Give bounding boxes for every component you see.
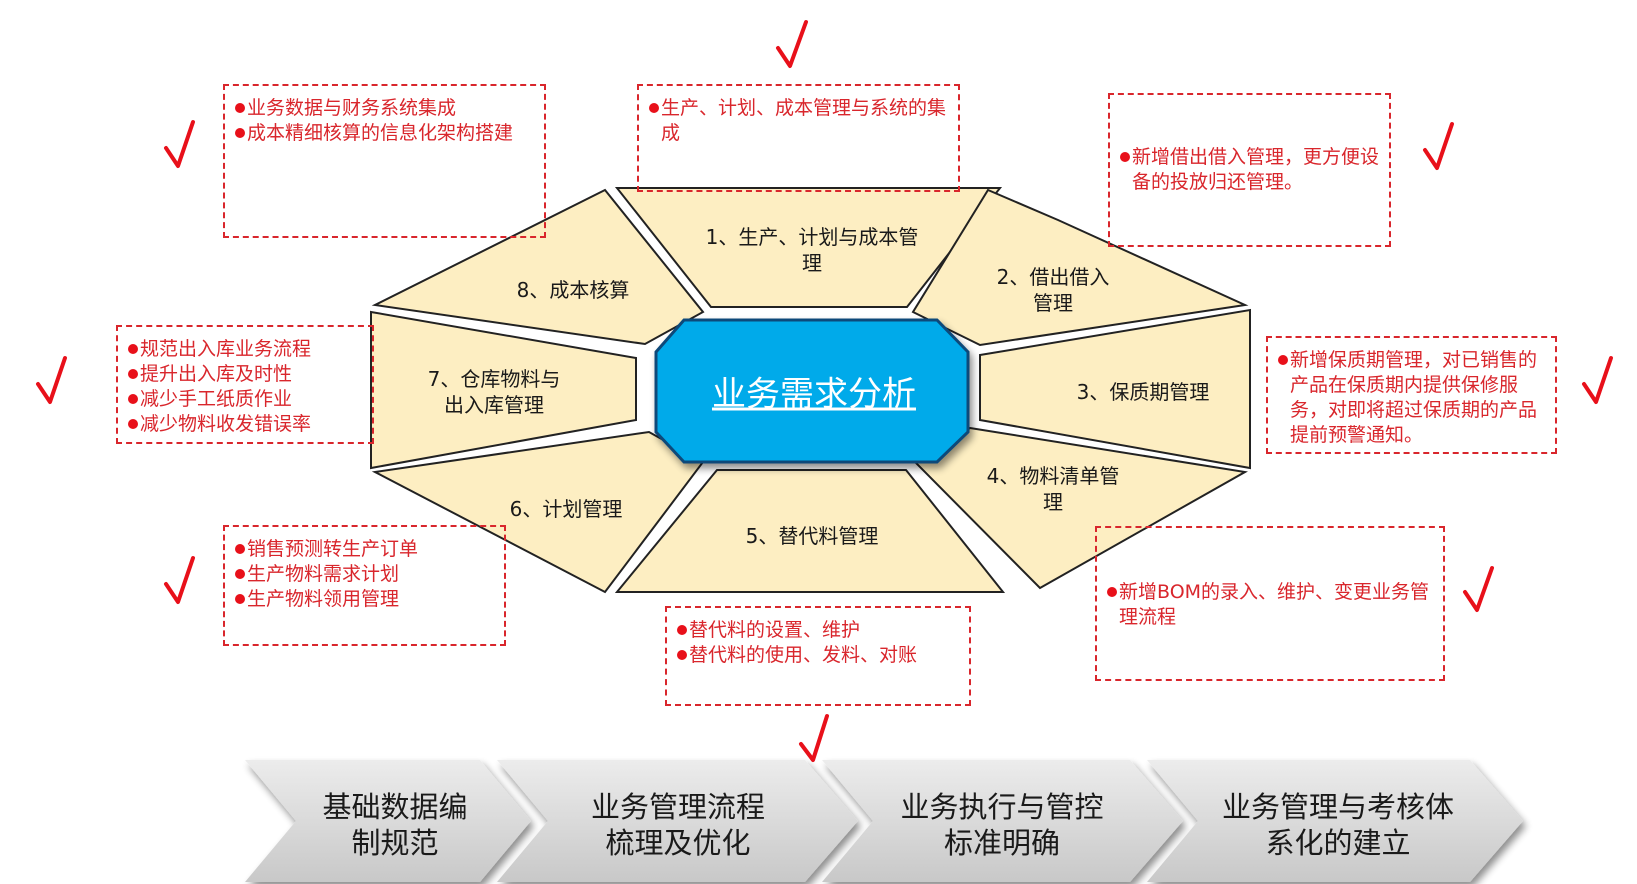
stage-arrow-4 [1147, 760, 1523, 882]
segment-3-label: 3、保质期管理 [1076, 380, 1210, 404]
segment-2-shape [911, 188, 1249, 347]
stage-3-label: 业务执行与管控 标准明确 [900, 790, 1104, 860]
note-cost-accounting: 业务数据与财务系统集成 成本精细核算的信息化架构搭建 [223, 84, 546, 238]
segment-4-label: 4、物料清单管 理 [986, 464, 1120, 514]
note-item: 替代料的使用、发料、对账 [677, 643, 959, 668]
check-icon [36, 356, 67, 404]
note-item: 生产、计划、成本管理与系统的集成 [649, 96, 948, 146]
note-shelf-life: 新增保质期管理，对已销售的产品在保质期内提供保修服务，对即将超过保质期的产品提前… [1266, 336, 1557, 454]
check-icon [776, 20, 808, 68]
segment-3-shape [979, 308, 1251, 470]
note-bom: 新增BOM的录入、维护、变更业务管理流程 [1095, 526, 1445, 681]
stage-1-label: 基础数据编 制规范 [322, 790, 468, 860]
note-item: 生产物料领用管理 [235, 587, 494, 612]
note-planning: 销售预测转生产订单 生产物料需求计划 生产物料领用管理 [223, 525, 506, 646]
check-icon [1582, 356, 1613, 404]
stage-arrow-1 [245, 760, 531, 882]
note-item: 减少物料收发错误率 [128, 412, 362, 437]
stage-arrow-3 [822, 760, 1183, 882]
note-item: 成本精细核算的信息化架构搭建 [235, 121, 534, 146]
segment-7-shape [370, 310, 637, 470]
note-item: 替代料的设置、维护 [677, 618, 959, 643]
segment-5-shape [614, 469, 1006, 593]
note-item: 生产物料需求计划 [235, 562, 494, 587]
segment-6-label: 6、计划管理 [509, 497, 623, 521]
segment-7-label: 7、仓库物料与 出入库管理 [427, 367, 561, 417]
segment-8-label: 8、成本核算 [516, 278, 630, 302]
check-icon [1463, 566, 1494, 612]
note-item: 提升出入库及时性 [128, 362, 362, 387]
segment-5-label: 5、替代料管理 [745, 524, 879, 548]
note-item: 新增借出借入管理，更方便设备的投放归还管理。 [1120, 145, 1379, 195]
note-item: 规范出入库业务流程 [128, 337, 362, 362]
segment-8-shape [371, 188, 705, 346]
note-warehouse: 规范出入库业务流程 提升出入库及时性 减少手工纸质作业 减少物料收发错误率 [116, 325, 374, 444]
note-item: 业务数据与财务系统集成 [235, 96, 534, 121]
segment-1-label: 1、生产、计划与成本管 理 [705, 225, 919, 275]
note-lend-borrow: 新增借出借入管理，更方便设备的投放归还管理。 [1108, 93, 1391, 247]
segment-2-label: 2、借出借入 管理 [996, 265, 1110, 315]
segment-1-shape [614, 187, 1003, 308]
check-icon [1423, 122, 1454, 170]
stage-arrow-2 [497, 760, 858, 882]
center-title: 业务需求分析 [712, 374, 916, 415]
note-item: 销售预测转生产订单 [235, 537, 494, 562]
note-item: 减少手工纸质作业 [128, 387, 362, 412]
note-production-planning: 生产、计划、成本管理与系统的集成 [637, 84, 960, 192]
check-icon [164, 556, 195, 604]
check-icon [164, 120, 195, 168]
center-octagon [654, 318, 970, 464]
note-item: 新增BOM的录入、维护、变更业务管理流程 [1107, 580, 1433, 630]
stage-2-label: 业务管理流程 梳理及优化 [590, 790, 766, 860]
stage-4-label: 业务管理与考核体 系化的建立 [1221, 790, 1455, 860]
note-substitute: 替代料的设置、维护 替代料的使用、发料、对账 [665, 606, 971, 706]
check-icon [799, 714, 829, 762]
note-item: 新增保质期管理，对已销售的产品在保质期内提供保修服务，对即将超过保质期的产品提前… [1278, 348, 1545, 448]
